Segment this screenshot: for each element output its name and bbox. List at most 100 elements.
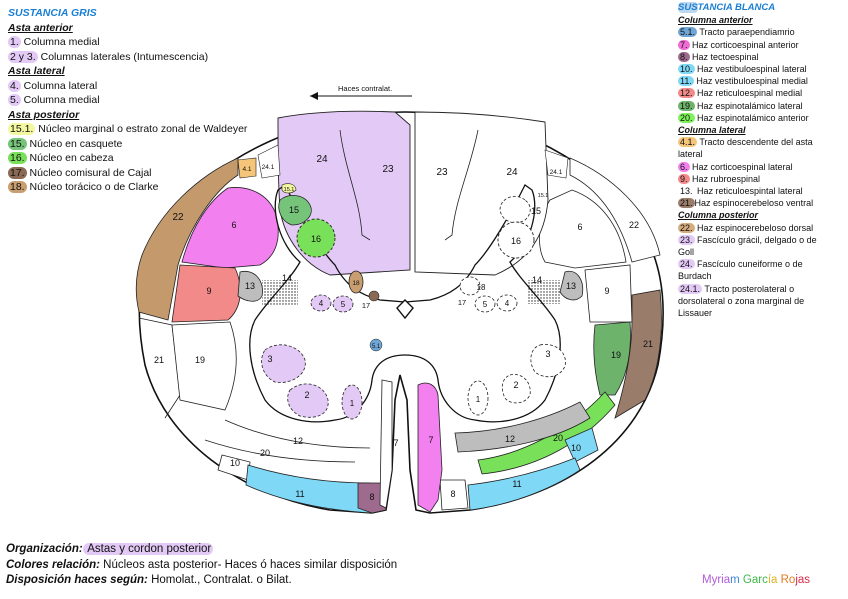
legend-code: 24.1. [678,283,703,294]
legend-text: Haz espinocerebeloso ventral [694,198,814,209]
label-17-right: 17 [458,298,466,307]
nucleus-18-left [348,270,364,294]
legend-text: Lissauer [678,308,713,319]
legend-code: 15.1. [8,123,36,135]
label-6-right: 6 [577,222,582,232]
legend-text: Columna medial [20,36,100,48]
legend-text: Haz espinotalámico lateral [694,100,803,111]
footer-line-disposition: Disposición haces según: Homolat., Contr… [6,573,397,589]
nucleus-17-left [368,290,380,302]
nucleus-15-left [278,195,312,226]
label-1-left: 1 [350,399,355,408]
nucleus-2-left [287,383,329,418]
author-fragment: Garc [742,574,768,586]
nucleus-1-right [467,380,489,416]
legend-line: 6. Haz corticoespinal lateral [678,161,817,173]
legend-heading: Columna anterior [678,15,753,26]
nucleus-18-right [459,276,481,296]
label-7-left: 7 [393,438,398,448]
label-4-1-left: 4.1 [242,166,251,173]
tract-5-1 [369,338,383,352]
label-20-right: 20 [553,433,563,443]
nucleus-4-right [496,294,518,312]
label-5-right: 5 [483,300,488,309]
tract-4-1-left [237,157,257,179]
legend-heading: Columna lateral [678,125,746,136]
legend-line: 24. Fascículo cuneiforme o de [678,258,817,270]
label-20-left: 20 [260,448,270,458]
legend-line: 11. Haz vestibuloespinal medial [678,75,817,87]
legend-text: Núcleo en casquete [26,137,123,150]
label-19-left: 19 [195,355,205,365]
footer-line-colors: Colores relación: Núcleos asta posterior… [6,558,397,574]
legend-text: Haz espinotalámico anterior [694,112,809,123]
label-14-right: 14 [532,275,542,285]
legend-code: 4.1. [678,137,698,148]
legend-text: Burdach [678,271,712,282]
tract-7-right [417,382,443,513]
author-fragment: Ro [780,574,796,586]
legend-text: Núcleo marginal o estrato zonal de Walde… [35,123,248,135]
tract-10-right [564,427,599,463]
label-15-right: 15 [531,206,541,216]
footer-label-organization: Organización: [6,543,83,555]
tract-21-right [614,289,662,419]
legend-line: 24.1. Tracto posterolateral o [678,283,817,295]
legend-line: 23. Fascículo grácil, delgado o de [678,234,817,246]
area-14-left [262,280,298,306]
tract-23-divider [339,129,371,241]
tract-11-right [467,457,581,511]
label-3-left: 3 [267,354,272,364]
label-9-left: 9 [206,286,211,296]
tract-7-left [379,379,393,509]
legend-code: 6. [678,161,690,172]
label-10-right: 10 [571,443,581,453]
label-6-left: 6 [231,220,236,230]
legend-line: 9. Haz rubroespinal [678,173,817,185]
label-15-1-right: 15.1 [538,193,549,199]
legend-item: 18. Núcleo torácico o de Clarke [8,180,247,195]
legend-heading: Asta anterior [8,21,73,34]
author-fragment: Myria [702,574,731,586]
central-canal [396,299,414,320]
label-16-right: 16 [511,236,521,246]
footer-value-organization: Astas y cordon posterior [82,543,214,555]
label-3-right: 3 [545,349,550,359]
legend-code: 22. [678,222,695,233]
label-7-right: 7 [428,435,433,445]
legend-text: Haz reticuloespinal medial [694,88,803,99]
tract-19-right [593,321,631,396]
legend-line: 7. Haz corticoespinal anterior [678,39,817,51]
legend-text: dorsolateral o zona marginal de [678,295,805,306]
footer-value-disposition: Homolat., Contralat. o Bilat. [147,574,292,586]
label-16-left: 16 [311,234,321,244]
legend-text: Haz vestibuloespinal medial [693,76,808,87]
label-1-right: 1 [476,395,481,404]
label-11-left: 11 [295,489,304,499]
white-matter-title-start: SUS [678,2,698,13]
label-4-right: 4 [505,299,510,308]
legend-item: 16. Núcleo en cabeza [8,151,247,166]
tract-8-right [439,479,469,511]
label-24-1-right: 24.1 [550,169,563,176]
label-17-left: 17 [362,301,370,310]
tract-9-left [171,264,241,323]
legend-text: Columna lateral [20,79,98,92]
tract-13-left [237,270,263,302]
label-24-1-left: 24.1 [262,164,275,171]
label-10-left: 10 [230,458,240,468]
label-5-1: 5.1 [372,344,381,350]
legend-code: 13. [680,186,693,197]
legend-item: 4. Columna lateral [8,79,247,94]
legend-text: Columna medial [20,94,100,106]
label-4-left: 4 [319,299,324,308]
label-15-1-left: 15.1 [284,187,295,193]
legend-line: lateral [678,148,817,160]
region-labels: 22 6 4.1 24.1 24 23 23 24 24.1 15.1 15 1… [154,154,653,502]
legend-code: 5. [8,94,21,106]
legend-text: Haz rubroespinal [689,173,761,184]
tract-22-left [135,157,239,321]
